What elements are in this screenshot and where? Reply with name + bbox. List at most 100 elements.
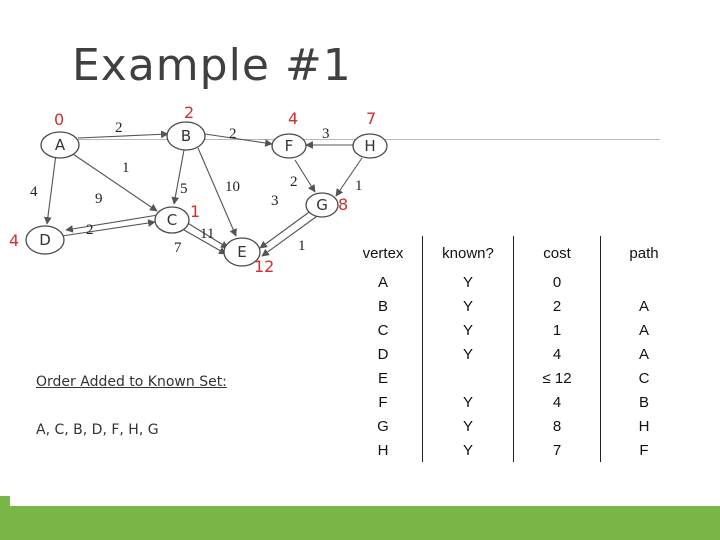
cell-known: Y <box>422 390 514 414</box>
node-g: G <box>305 192 339 218</box>
footer-bar <box>0 506 720 540</box>
table-row: E ≤ 12 C <box>344 366 687 390</box>
table-row: F Y 4 B <box>344 390 687 414</box>
table-row: G Y 8 H <box>344 414 687 438</box>
weight-g-e-3: 3 <box>271 193 279 209</box>
edge-c-d <box>65 214 159 233</box>
cell-cost: 0 <box>513 270 601 294</box>
weight-d-c: 2 <box>86 222 94 238</box>
edge-b-e <box>197 147 237 237</box>
weight-a-c: 1 <box>122 160 130 176</box>
cell-vertex: E <box>377 369 388 387</box>
cell-cost: 1 <box>513 318 601 342</box>
cell-vertex: C <box>377 321 389 339</box>
order-heading: Order Added to Known Set: <box>36 374 227 390</box>
edge-g-e-3 <box>259 209 313 249</box>
weight-c-e-7: 7 <box>174 240 182 256</box>
cell-cost: 4 <box>513 390 601 414</box>
edge-c-e-11 <box>185 221 229 249</box>
weight-f-g: 2 <box>290 174 298 190</box>
weight-b-f: 2 <box>229 126 237 142</box>
node-a-label: A <box>55 136 66 154</box>
node-d: D <box>25 225 65 255</box>
slide-title: Example #1 <box>72 40 352 91</box>
cell-known: Y <box>422 270 514 294</box>
cost-f: 4 <box>288 109 298 128</box>
weight-b-c: 5 <box>180 181 188 197</box>
node-c: C <box>154 206 190 234</box>
cell-path: A <box>600 294 687 318</box>
node-a: A <box>40 131 80 159</box>
table-row: H Y 7 F <box>344 438 687 462</box>
cell-path: C <box>600 366 687 390</box>
cell-vertex: D <box>377 345 389 363</box>
node-e-label: E <box>237 243 246 261</box>
cell-known: Y <box>422 342 514 366</box>
node-f-label: F <box>285 137 294 155</box>
edge-a-d <box>44 153 57 225</box>
cell-vertex: H <box>377 441 389 459</box>
header-known: known? <box>422 236 514 270</box>
cell-path: B <box>600 390 687 414</box>
cell-path <box>600 270 687 294</box>
cell-cost: ≤ 12 <box>513 366 601 390</box>
table-row: A Y 0 <box>344 270 687 294</box>
cell-vertex: A <box>377 273 388 291</box>
weight-h-f: 3 <box>322 126 330 142</box>
cost-a: 0 <box>54 110 64 129</box>
weight-a-d: 4 <box>30 184 38 200</box>
node-e: E <box>223 237 261 267</box>
node-b: B <box>166 121 206 151</box>
edge-f-g <box>294 159 316 193</box>
cost-e: 12 <box>254 257 274 276</box>
node-g-label: G <box>316 196 328 214</box>
edge-a-b <box>77 130 169 139</box>
weight-h-g: 1 <box>355 178 363 194</box>
node-h: H <box>352 133 388 159</box>
cost-g: 8 <box>338 195 348 214</box>
cost-d: 4 <box>9 231 19 250</box>
edge-g-e-1 <box>261 213 321 257</box>
edge-a-c <box>69 151 158 212</box>
cost-b: 2 <box>184 103 194 122</box>
cell-vertex: F <box>378 393 388 411</box>
cell-known <box>422 366 514 390</box>
weight-b-e: 10 <box>225 179 240 195</box>
cell-path: H <box>600 414 687 438</box>
cost-c: 1 <box>190 202 200 221</box>
node-h-label: H <box>364 137 375 155</box>
table-row: B Y 2 A <box>344 294 687 318</box>
order-list: A, C, B, D, F, H, G <box>36 422 159 438</box>
cell-known: Y <box>422 414 514 438</box>
node-b-label: B <box>181 127 191 145</box>
cell-known: Y <box>422 294 514 318</box>
edge-b-c <box>171 149 185 205</box>
edge-d-c <box>61 219 156 237</box>
cell-cost: 8 <box>513 414 601 438</box>
weight-a-b: 2 <box>115 120 123 136</box>
header-cost: cost <box>513 236 601 270</box>
cell-cost: 2 <box>513 294 601 318</box>
edge-h-g <box>335 157 363 197</box>
edge-c-e-7 <box>183 229 227 255</box>
table-header-row: vertex known? cost path <box>344 236 687 270</box>
table-row: C Y 1 A <box>344 318 687 342</box>
node-f: F <box>271 133 307 159</box>
cell-path: A <box>600 318 687 342</box>
weight-c-d: 9 <box>95 191 103 207</box>
node-d-label: D <box>39 231 51 249</box>
cell-known: Y <box>422 438 514 462</box>
cell-path: F <box>600 438 687 462</box>
cell-known: Y <box>422 318 514 342</box>
cell-path: A <box>600 342 687 366</box>
cell-cost: 7 <box>513 438 601 462</box>
cost-h: 7 <box>366 109 376 128</box>
edge-b-f <box>204 133 273 147</box>
header-path: path <box>600 236 687 270</box>
cell-vertex: G <box>377 417 389 435</box>
table-row: D Y 4 A <box>344 342 687 366</box>
cell-cost: 4 <box>513 342 601 366</box>
weight-c-e-11: 11 <box>200 226 214 242</box>
known-table: vertex known? cost path A Y 0 B Y 2 A C … <box>344 236 687 462</box>
